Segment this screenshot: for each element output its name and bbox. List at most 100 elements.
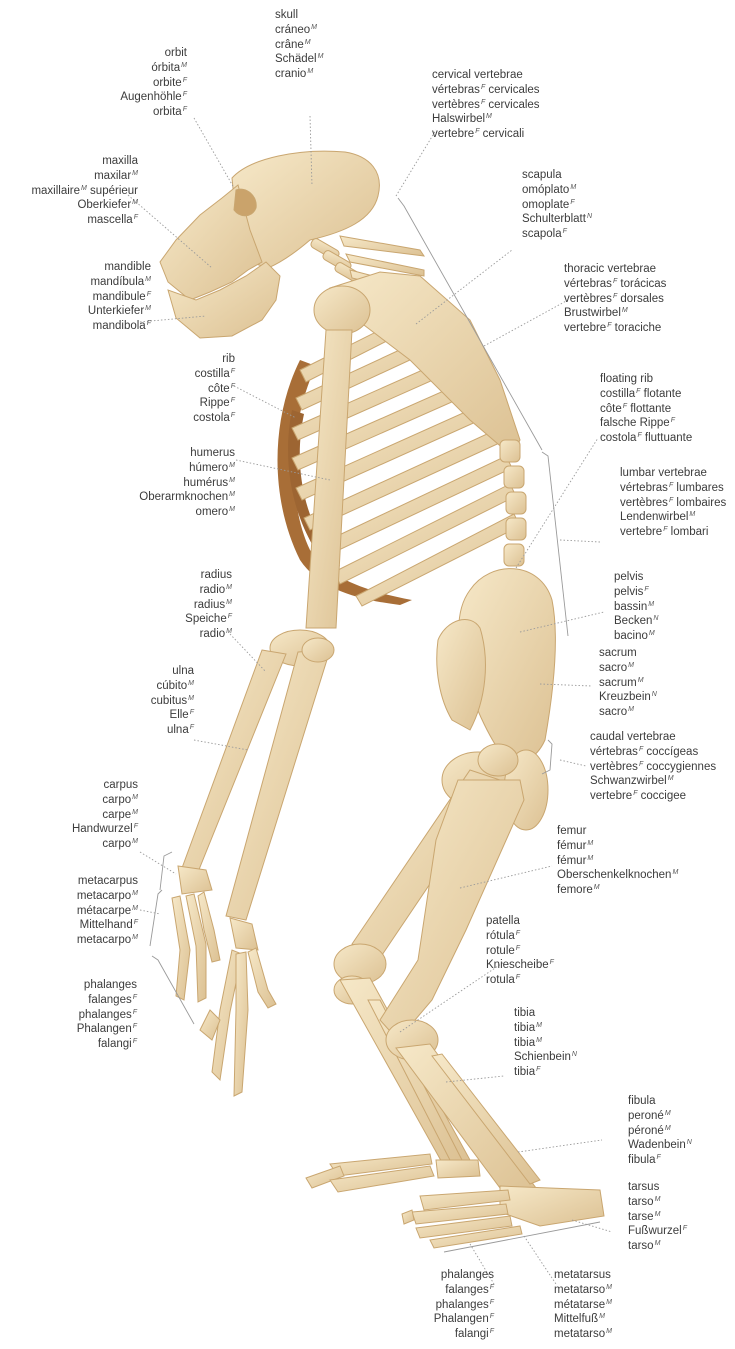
term: carpoM — [72, 793, 138, 808]
term: SchädelM — [275, 52, 323, 67]
label-maxilla: maxilla maxilarM maxillaireM supérieur O… — [31, 154, 138, 228]
term: radiusM — [185, 598, 232, 613]
label-phalanges-hand: phalanges falangesF phalangesF Phalangen… — [77, 978, 137, 1052]
term: KreuzbeinN — [599, 690, 657, 705]
term: ulna — [151, 664, 194, 679]
term: falsche RippeF — [600, 416, 692, 431]
term: femur — [557, 824, 678, 839]
term: rib — [193, 352, 235, 367]
term: LendenwirbelM — [620, 510, 726, 525]
term: órbitaM — [120, 61, 187, 76]
term: cubitusM — [151, 694, 194, 709]
term: metacarpus — [77, 874, 138, 889]
term: metacarpoM — [77, 889, 138, 904]
term: radioM — [185, 583, 232, 598]
term: métatarseM — [554, 1298, 612, 1313]
term: BeckenN — [614, 614, 658, 629]
term: humerus — [139, 446, 235, 461]
term: côteF — [193, 382, 235, 397]
term: orbiteF — [120, 76, 187, 91]
term: falangiF — [77, 1037, 137, 1052]
term: MittelhandF — [77, 918, 138, 933]
term: tarsoM — [628, 1239, 687, 1254]
term: crâneM — [275, 38, 323, 53]
label-lumbar-vertebrae: lumbar vertebrae vértebrasF lumbares ver… — [620, 466, 726, 540]
term: femoreM — [557, 883, 678, 898]
term: HandwurzelF — [72, 822, 138, 837]
label-thoracic-vertebrae: thoracic vertebrae vértebrasF torácicas … — [564, 262, 666, 336]
term: PhalangenF — [77, 1022, 137, 1037]
term: cráneoM — [275, 23, 323, 38]
term: tibiaM — [514, 1036, 577, 1051]
term: maxilla — [31, 154, 138, 169]
term: orbitaF — [120, 105, 187, 120]
label-femur: femur fémurM fémurM OberschenkelknochenM… — [557, 824, 678, 898]
spine-bones — [500, 440, 526, 566]
term: mandibolaF — [88, 319, 151, 334]
term: fémurM — [557, 839, 678, 854]
term: carpus — [72, 778, 138, 793]
term: HalswirbelM — [432, 112, 540, 127]
term: scapolaF — [522, 227, 592, 242]
term: côteF flottante — [600, 402, 692, 417]
label-fibula: fibula peronéM péronéM WadenbeinN fibula… — [628, 1094, 692, 1168]
term: cervical vertebrae — [432, 68, 540, 83]
term: patella — [486, 914, 554, 929]
term: humérusM — [139, 476, 235, 491]
term: vertèbresF coccygiennes — [590, 760, 716, 775]
term: PhalangenF — [434, 1312, 494, 1327]
term: SpeicheF — [185, 612, 232, 627]
term: vertèbresF cervicales — [432, 98, 540, 113]
term: vertebreF toraciche — [564, 321, 666, 336]
term: omoplateF — [522, 198, 592, 213]
term: metatarsoM — [554, 1283, 612, 1298]
term: RippeF — [193, 396, 235, 411]
label-phalanges-foot: phalanges falangesF phalangesF Phalangen… — [434, 1268, 494, 1342]
term: OberschenkelknochenM — [557, 868, 678, 883]
label-floating-rib: floating rib costillaF flotante côteF fl… — [600, 372, 692, 446]
term: rotuleF — [486, 944, 554, 959]
term: SchienbeinN — [514, 1050, 577, 1065]
term: MittelfußM — [554, 1312, 612, 1327]
term: sacrum — [599, 646, 657, 661]
term: cranioM — [275, 67, 323, 82]
label-metacarpus: metacarpus metacarpoM métacarpeM Mittelh… — [77, 874, 138, 948]
term: tibiaF — [514, 1065, 577, 1080]
term: SchulterblattN — [522, 212, 592, 227]
term: metatarsoM — [554, 1327, 612, 1342]
term: BrustwirbelM — [564, 306, 666, 321]
term: ulnaF — [151, 723, 194, 738]
term: metatarsus — [554, 1268, 612, 1283]
term: falangesF — [434, 1283, 494, 1298]
term: vértebrasF cervicales — [432, 83, 540, 98]
term: sacrumM — [599, 676, 657, 691]
term: radioM — [185, 627, 232, 642]
term: péronéM — [628, 1124, 692, 1139]
foot-bones — [306, 1154, 604, 1248]
term: OberkieferM — [31, 198, 138, 213]
term: maxilarM — [31, 169, 138, 184]
label-patella: patella rótulaF rotuleF KniescheibeF rot… — [486, 914, 554, 988]
label-sacrum: sacrum sacroM sacrumM KreuzbeinN sacroM — [599, 646, 657, 720]
label-radius: radius radioM radiusM SpeicheF radioM — [185, 568, 232, 642]
term: phalanges — [77, 978, 137, 993]
term: metacarpoM — [77, 933, 138, 948]
term: omóplatoM — [522, 183, 592, 198]
label-pelvis: pelvis pelvisF bassinM BeckenN bacinoM — [614, 570, 658, 644]
term: rotulaF — [486, 973, 554, 988]
term: cúbitoM — [151, 679, 194, 694]
label-caudal-vertebrae: caudal vertebrae vértebrasF coccígeas ve… — [590, 730, 716, 804]
term: caudal vertebrae — [590, 730, 716, 745]
term: phalangesF — [434, 1298, 494, 1313]
term: tibiaM — [514, 1021, 577, 1036]
term: carpoM — [72, 837, 138, 852]
term: tarseM — [628, 1210, 687, 1225]
term: lumbar vertebrae — [620, 466, 726, 481]
leg-bones — [340, 780, 540, 1196]
term: vertebreF coccigee — [590, 789, 716, 804]
term: SchwanzwirbelM — [590, 774, 716, 789]
term: bacinoM — [614, 629, 658, 644]
term: WadenbeinN — [628, 1138, 692, 1153]
term: vértebrasF coccígeas — [590, 745, 716, 760]
